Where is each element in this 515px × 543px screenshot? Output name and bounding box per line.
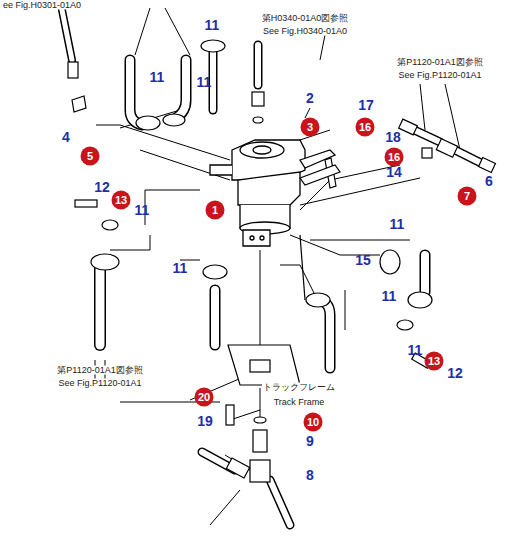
callout-number: 11 [382,289,397,303]
reference-note: 第P1120-01A1図参照 [56,366,143,375]
reference-note: See Fig.P1120-01A1 [58,379,143,388]
callout-number: 11 [135,203,150,217]
callout-number: 13 [428,356,440,367]
callout-number: 17 [358,98,374,112]
reference-note: Track Frame [273,398,326,407]
callout-number: 1 [212,205,218,216]
callout-number: 5 [87,151,93,162]
callout-number: 11 [150,70,165,84]
callout-number: 11 [173,261,188,275]
callout-number: 15 [355,253,371,267]
callout-number: 11 [197,75,212,89]
callout-number: 4 [62,130,70,144]
callout-circle: 5 [81,147,100,166]
callout-number: 20 [198,392,210,403]
reference-note: See Fig.H0340-01A0 [262,27,348,36]
reference-note: 第H0340-01A0図参照 [261,14,350,23]
callout-number: 7 [464,191,470,202]
callout-number: 12 [94,180,110,194]
reference-note: トラックフレーム [262,383,336,392]
callout-number: 19 [197,414,213,428]
callout-circle: 13 [425,352,444,371]
callout-number: 6 [485,174,493,188]
callout-number: 11 [390,217,405,231]
callout-circle: 1 [206,201,225,220]
callout-circle: 16 [385,148,404,167]
callout-circle: 13 [112,191,131,210]
callout-number: 16 [359,122,371,133]
callout-number: 16 [388,152,400,163]
callout-number: 10 [307,417,319,428]
reference-note: 第P1120-01A1図参照 [396,58,483,67]
callout-circle: 20 [195,388,214,407]
callout-number: 3 [307,122,313,133]
callout-circle: 3 [301,118,320,137]
callout-number: 14 [386,165,402,179]
callout-circle: 7 [458,187,477,206]
callout-number: 2 [306,91,314,105]
callout-number: 11 [205,18,220,32]
callout-number: 13 [115,195,127,206]
reference-note: ee Fig.H0301-01A0 [2,1,82,10]
callout-number: 9 [306,434,314,448]
callout-number: 8 [306,468,314,482]
reference-note: See Fig.P1120-01A1 [398,71,483,80]
callout-number: 11 [408,343,423,357]
callout-number: 18 [385,130,401,144]
callout-circle: 16 [356,118,375,137]
callout-number: 12 [447,366,463,380]
callout-circle: 10 [304,413,323,432]
